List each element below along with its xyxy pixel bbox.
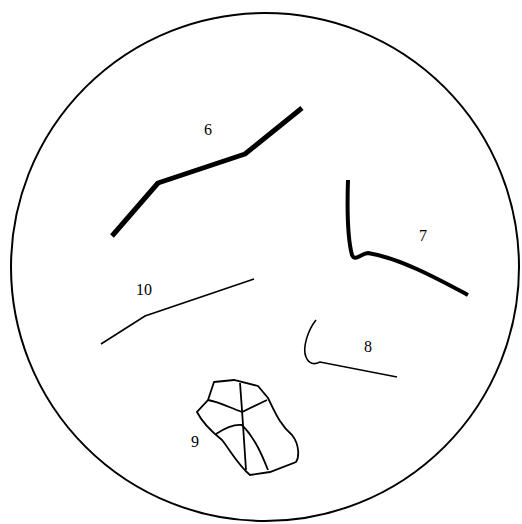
fiber-ten [101,279,254,344]
callout-number: 9 [191,434,199,450]
callout-number: 6 [204,122,212,138]
callout-number: 7 [419,228,427,244]
fiber-seven [348,180,468,295]
fragment-nine [197,380,298,475]
field-circle [11,13,519,521]
fragment-crack [208,400,267,412]
fiber-eight [305,320,397,377]
callout-number: 10 [136,282,152,298]
callout-number: 8 [364,339,372,355]
fragment-outline [197,380,298,475]
fiber-six [112,108,302,236]
fragment-crack [216,425,268,470]
